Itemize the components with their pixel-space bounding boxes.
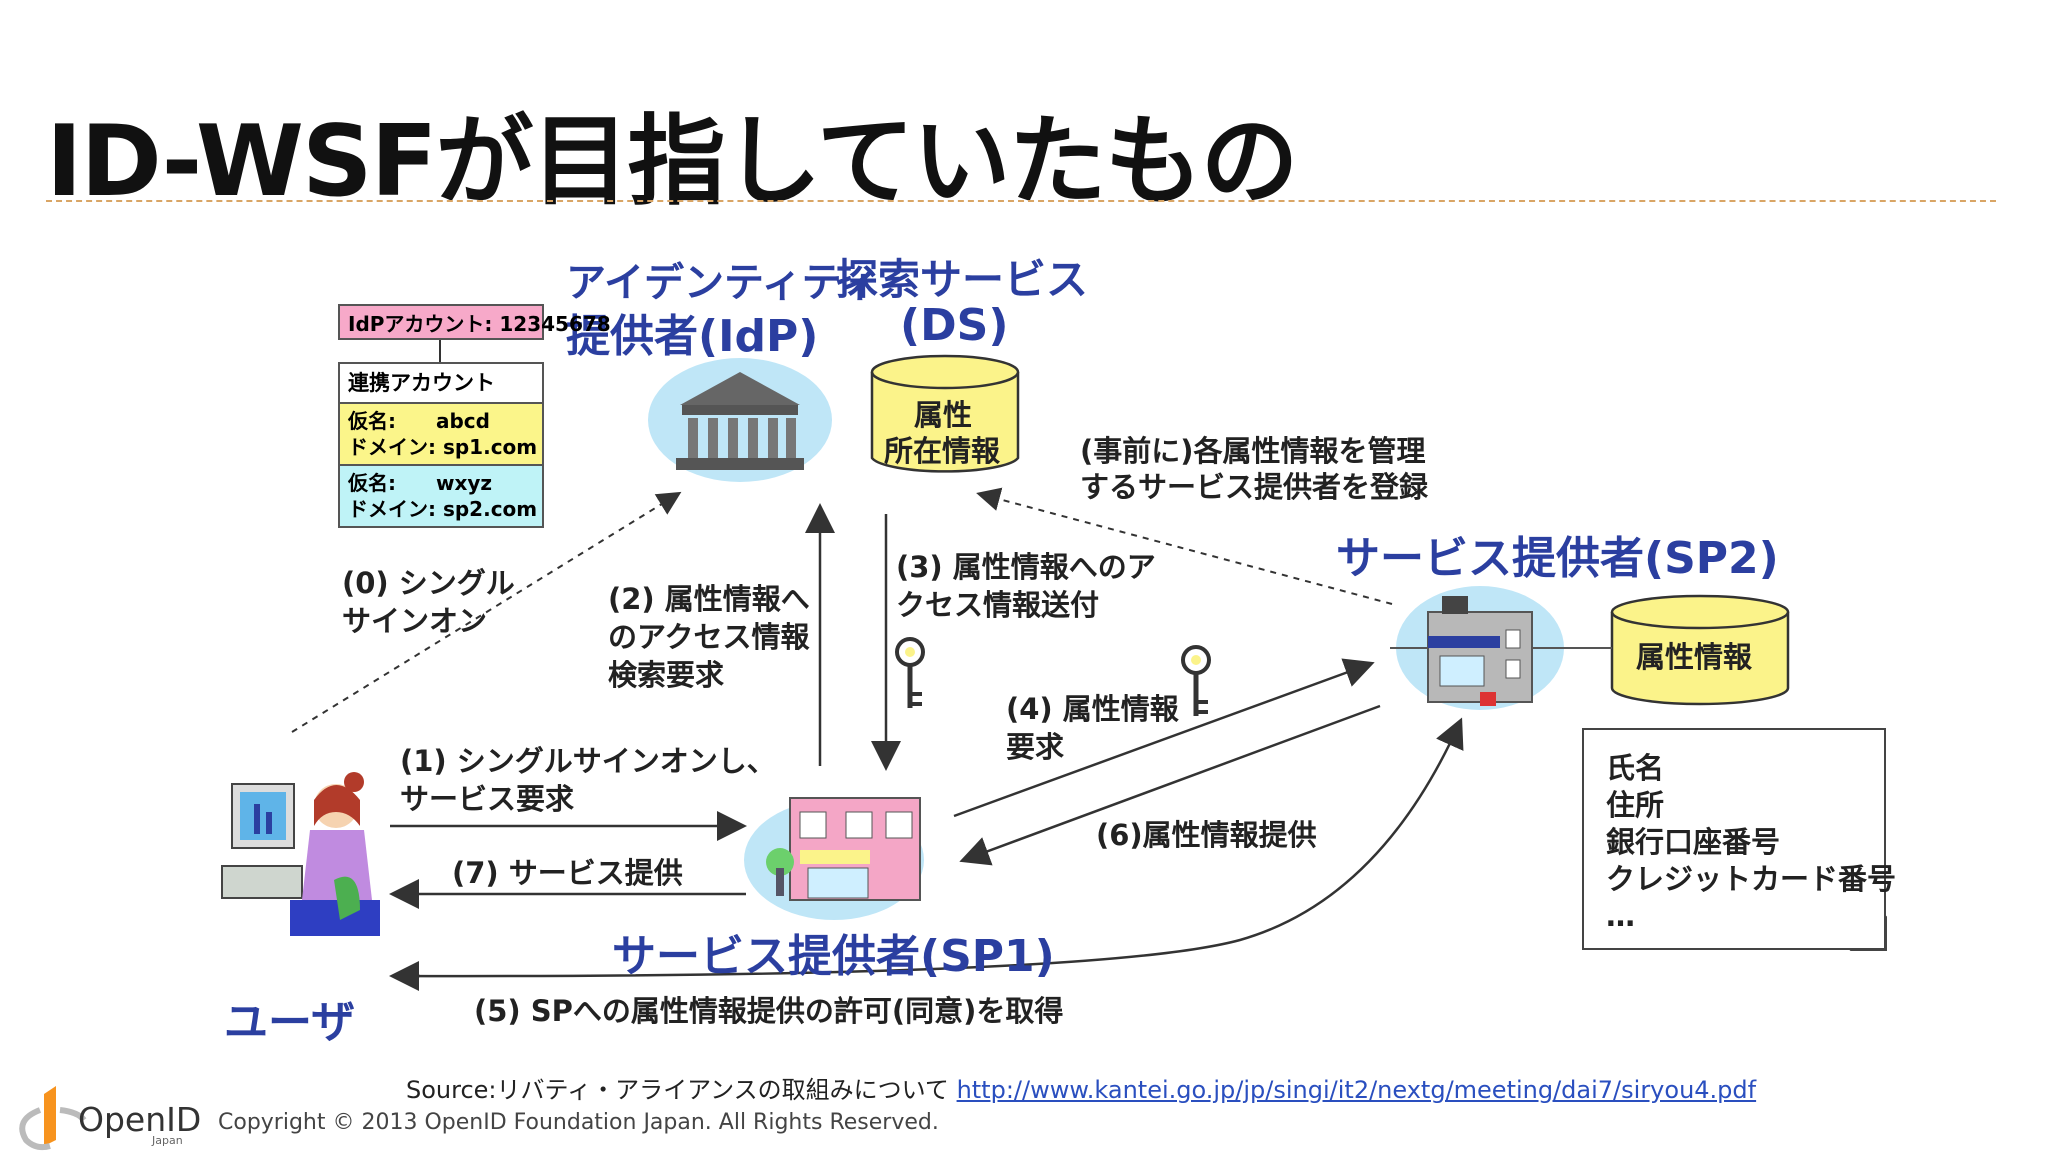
step2-label-line1: (2) 属性情報へ (608, 582, 810, 616)
step0-label-line2: サインオン (342, 604, 488, 638)
ds-title-line1: 探索サービス (836, 255, 1089, 304)
idp-account-label: IdPアカウント: 12345678 (338, 304, 611, 340)
source-link[interactable]: http://www.kantei.go.jp/jp/singi/it2/nex… (956, 1076, 1757, 1104)
idp-building-icon (648, 358, 832, 482)
attribute-list: 氏名 住所 銀行口座番号 クレジットカード番号 … (1582, 728, 1897, 950)
attribute-item: 氏名 (1606, 751, 1665, 785)
linked-account-domain: ドメイン: sp1.com (348, 435, 538, 459)
linked-account-domain: ドメイン: sp2.com (348, 497, 538, 521)
idp-title-line2: 提供者(IdP) (566, 311, 819, 362)
step4-label-line1: (4) 属性情報 (1006, 692, 1179, 726)
ds-title-line2: (DS) (900, 300, 1009, 351)
step6-label: (6)属性情報提供 (1096, 818, 1317, 852)
sp2-title: サービス提供者(SP2) (1336, 533, 1779, 584)
user-computer-icon (221, 772, 380, 936)
user-title: ユーザ (224, 997, 356, 1048)
arrow-step0 (291, 491, 682, 733)
attribute-item: … (1606, 899, 1635, 933)
step3-label-line2: クセス情報送付 (896, 588, 1100, 622)
registration-note-line2: するサービス提供者を登録 (1080, 470, 1429, 504)
arrow-step6 (959, 704, 1381, 866)
arrow-step5 (393, 717, 1464, 978)
attribute-item: クレジットカード番号 (1606, 862, 1897, 896)
arrow-step4 (953, 658, 1375, 818)
attribute-item: 銀行口座番号 (1606, 825, 1781, 859)
step1-label-line1: (1) シングルサインオンし、 (400, 744, 776, 778)
key-icon (895, 637, 925, 708)
step7-label: (7) サービス提供 (452, 856, 683, 890)
sp2-db-label: 属性情報 (1636, 640, 1753, 674)
attribute-item: 住所 (1606, 788, 1665, 822)
linked-account-row: 仮名: abcd ドメイン: sp1.com (340, 404, 542, 466)
source-prefix: Source:リバティ・アライアンスの取組みについて (406, 1076, 949, 1104)
linked-account-row: 仮名: wxyz ドメイン: sp2.com (340, 466, 542, 526)
step2-label-line3: 検索要求 (608, 658, 725, 692)
step5-label: (5) SPへの属性情報提供の許可(同意)を取得 (474, 994, 1064, 1028)
step0-label-line1: (0) シングル (342, 566, 515, 600)
sp2-store-icon (1396, 586, 1564, 710)
copyright-text: Copyright © 2013 OpenID Foundation Japan… (218, 1110, 939, 1135)
idp-title-line1: アイデンティティ (566, 260, 880, 306)
sp2-database-icon (1610, 594, 1790, 706)
openid-logo-subtext: Japan (152, 1134, 183, 1147)
linked-account-alias: 仮名: abcd (348, 409, 490, 433)
ds-db-label-line2: 所在情報 (884, 434, 1001, 468)
linked-account-alias: 仮名: wxyz (348, 471, 493, 495)
registration-note-line1: (事前に)各属性情報を管理 (1080, 434, 1426, 468)
ds-db-label-line1: 属性 (914, 398, 973, 432)
openid-logo-text: OpenID (78, 1100, 202, 1139)
source-citation: Source:リバティ・アライアンスの取組みについて http://www.ka… (406, 1070, 1756, 1105)
step4-label-line2: 要求 (1006, 730, 1065, 764)
openid-logo-icon (19, 1086, 87, 1151)
linked-accounts-header: 連携アカウント (340, 364, 542, 404)
key-icon (1181, 645, 1211, 716)
step2-label-line2: のアクセス情報 (608, 620, 810, 654)
step1-label-line2: サービス要求 (400, 782, 575, 816)
ds-database-icon (870, 354, 1020, 473)
sp1-store-icon (744, 797, 924, 920)
linked-accounts-table: 連携アカウント 仮名: abcd ドメイン: sp1.com 仮名: wxyz … (338, 362, 544, 528)
step3-label-line1: (3) 属性情報へのア (896, 550, 1156, 584)
title-divider (46, 200, 1996, 202)
sp1-title: サービス提供者(SP1) (612, 931, 1055, 982)
